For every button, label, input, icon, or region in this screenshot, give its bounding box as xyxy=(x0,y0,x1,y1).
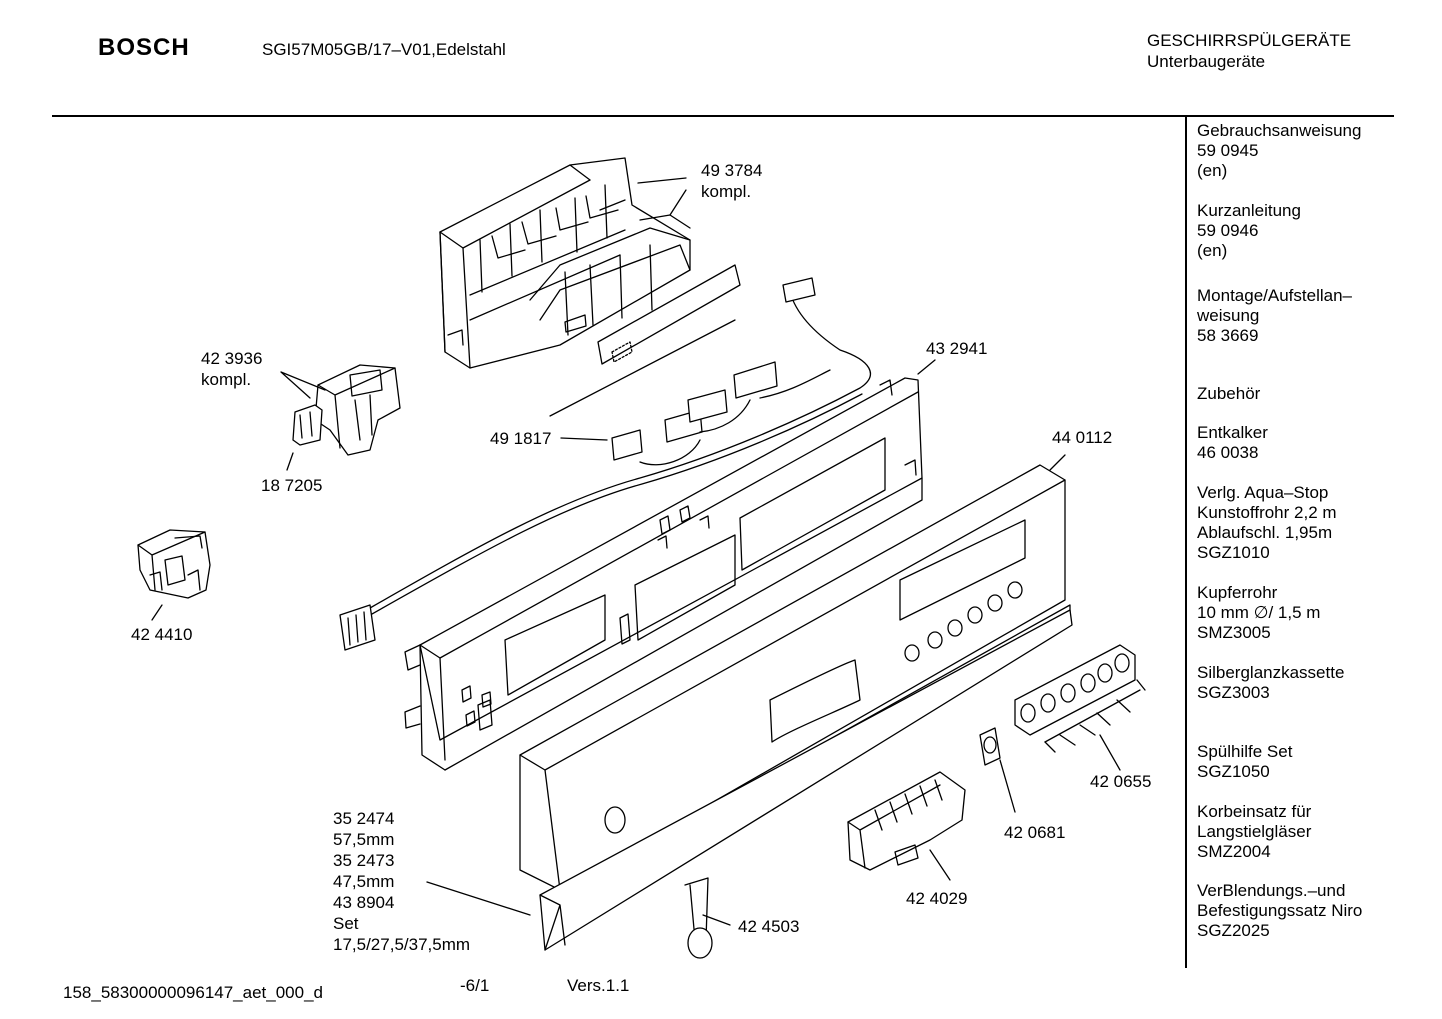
accessory-line: SGZ2025 xyxy=(1197,921,1270,940)
part-number: 43 8904 xyxy=(333,893,395,912)
part-note: 47,5mm xyxy=(333,872,395,891)
trim-strip-drawing xyxy=(540,610,1072,950)
part-label-493784: 49 3784 kompl. xyxy=(701,160,762,202)
accessory-line: (en) xyxy=(1197,161,1228,180)
page-number: -6/1 xyxy=(460,976,490,995)
model-number: SGI57M05GB/17–V01,Edelstahl xyxy=(262,40,506,59)
accessory-line: 46 0038 xyxy=(1197,443,1259,462)
accessory-line: Gebrauchsanweisung xyxy=(1197,121,1362,140)
part-label-420655: 42 0655 xyxy=(1090,772,1152,791)
accessory-line: Verlg. Aqua–Stop xyxy=(1197,483,1329,502)
accessory-line: Kurzanleitung xyxy=(1197,201,1301,220)
button-strip-drawing xyxy=(1015,645,1135,735)
accessory-group: Zubehör xyxy=(1197,384,1260,404)
header-divider xyxy=(52,115,1394,117)
switch-block-drawing xyxy=(848,772,965,870)
wire-harness-drawing xyxy=(340,278,870,650)
relay-small-drawing xyxy=(138,530,210,598)
accessory-line: Zubehör xyxy=(1197,384,1261,403)
part-number: 49 3784 xyxy=(701,161,763,180)
brand-logo: BOSCH xyxy=(98,34,190,61)
part-label-423936: 42 3936 kompl. xyxy=(201,348,262,390)
part-label-491817: 49 1817 xyxy=(490,429,552,448)
part-label-352474-set: 35 2474 57,5mm 35 2473 47,5mm 43 8904 Se… xyxy=(333,808,470,955)
accessory-line: Entkalker xyxy=(1197,423,1268,442)
part-label-424410: 42 4410 xyxy=(131,625,193,644)
accessory-line: weisung xyxy=(1197,306,1260,325)
accessory-group: Entkalker 46 0038 xyxy=(1197,423,1268,463)
accessory-line: 59 0945 xyxy=(1197,141,1259,160)
part-note: 17,5/27,5/37,5mm xyxy=(333,935,471,954)
part-note: Set xyxy=(333,914,359,933)
accessory-group: Verlg. Aqua–Stop Kunstoffrohr 2,2 m Abla… xyxy=(1197,483,1337,563)
display-strip-drawing xyxy=(598,265,740,364)
part-number: 35 2473 xyxy=(333,851,395,870)
accessory-line: Montage/Aufstellan– xyxy=(1197,286,1352,305)
accessory-line: SGZ1010 xyxy=(1197,543,1270,562)
accessory-line: Kunstoffrohr 2,2 m xyxy=(1197,503,1337,522)
single-button-drawing xyxy=(980,728,1000,765)
part-label-440112: 44 0112 xyxy=(1052,428,1113,447)
accessory-group: Korbeinsatz für Langstielgläser SMZ2004 xyxy=(1197,802,1311,862)
accessory-line: 10 mm ∅/ 1,5 m xyxy=(1197,603,1321,622)
accessory-group: Montage/Aufstellan– weisung 58 3669 xyxy=(1197,286,1352,346)
accessory-line: Silberglanzkassette xyxy=(1197,663,1345,682)
accessory-group: Gebrauchsanweisung 59 0945 (en) xyxy=(1197,121,1361,181)
document-id: 158_58300000096147_aet_000_d xyxy=(63,983,323,1002)
part-label-424029: 42 4029 xyxy=(906,889,968,908)
relay-drawing xyxy=(293,365,400,455)
sidebar-divider xyxy=(1185,117,1187,968)
accessory-line: Korbeinsatz für xyxy=(1197,802,1312,821)
part-note: kompl. xyxy=(701,182,752,201)
accessory-group: Silberglanzkassette SGZ3003 xyxy=(1197,663,1344,703)
category-line-2: Unterbaugeräte xyxy=(1147,52,1266,71)
accessory-line: SMZ2004 xyxy=(1197,842,1271,861)
accessory-group: Spülhilfe Set SGZ1050 xyxy=(1197,742,1292,782)
accessory-line: Langstielgläser xyxy=(1197,822,1312,841)
part-label-187205: 18 7205 xyxy=(261,476,323,495)
part-note: 57,5mm xyxy=(333,830,395,849)
accessory-line: Kupferrohr xyxy=(1197,583,1278,602)
part-number: 42 3936 xyxy=(201,349,263,368)
accessory-line: Spülhilfe Set xyxy=(1197,742,1293,761)
accessory-line: SGZ1050 xyxy=(1197,762,1270,781)
accessory-line: VerBlendungs.–und xyxy=(1197,881,1346,900)
accessory-group: Kurzanleitung 59 0946 (en) xyxy=(1197,201,1301,261)
accessory-line: (en) xyxy=(1197,241,1228,260)
part-label-432941: 43 2941 xyxy=(926,339,988,358)
part-note: kompl. xyxy=(201,370,252,389)
knob-drawing xyxy=(685,878,712,958)
accessory-line: Ablaufschl. 1,95m xyxy=(1197,523,1333,542)
leader-lines xyxy=(152,178,1145,925)
accessory-group: Kupferrohr 10 mm ∅/ 1,5 m SMZ3005 xyxy=(1197,583,1320,643)
accessory-line: SMZ3005 xyxy=(1197,623,1271,642)
accessory-line: SGZ3003 xyxy=(1197,683,1270,702)
frame-drawing xyxy=(405,378,922,770)
part-number: 35 2474 xyxy=(333,809,395,828)
part-label-424503: 42 4503 xyxy=(738,917,800,936)
category-title: GESCHIRRSPÜLGERÄTE Unterbaugeräte xyxy=(1147,30,1351,72)
control-module-drawing xyxy=(440,158,690,368)
part-label-420681: 42 0681 xyxy=(1004,823,1066,842)
accessory-group: VerBlendungs.–und Befestigungssatz Niro … xyxy=(1197,881,1362,941)
version-label: Vers.1.1 xyxy=(567,976,630,995)
accessory-line: 58 3669 xyxy=(1197,326,1259,345)
accessory-line: Befestigungssatz Niro xyxy=(1197,901,1363,920)
accessory-line: 59 0946 xyxy=(1197,221,1259,240)
front-panel-drawing xyxy=(520,465,1070,905)
category-line-1: GESCHIRRSPÜLGERÄTE xyxy=(1147,31,1352,50)
